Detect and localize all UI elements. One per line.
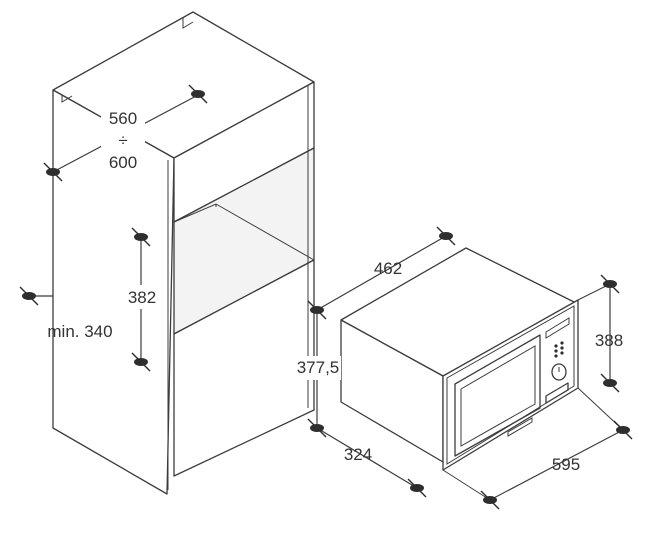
dimension-marker-icon (307, 418, 327, 438)
dimension-marker-icon (436, 226, 456, 246)
cabinet-width-divider-label: ÷ (118, 131, 127, 150)
control-button-icon (554, 349, 558, 353)
dimension-marker-icon (43, 162, 63, 182)
cabinet-front-lower-panel (173, 259, 315, 477)
cabinet-width-min-label: 560 (109, 109, 137, 128)
display-window (545, 317, 570, 339)
dimension-marker-icon (307, 300, 327, 320)
dimension-labels: 560 ÷ 600 382 min. 340 377,5 462 388 324… (47, 104, 623, 474)
dimension-marker-icon (600, 274, 620, 294)
dimension-marker-icon (600, 373, 620, 393)
cabinet-depth-min-label: min. 340 (47, 322, 112, 341)
dimension-marker-icon (188, 84, 208, 104)
installation-depth-label: 324 (344, 445, 372, 464)
oven-depth-label: 462 (374, 259, 402, 278)
control-button-icon (554, 354, 558, 358)
niche-bottom-height-label: 377,5 (297, 358, 340, 377)
dimension-markers (19, 84, 633, 510)
oven-depth-dimension-line (316, 235, 447, 311)
dimension-marker-icon (407, 478, 427, 498)
microwave-door (454, 334, 541, 457)
control-button-icon (560, 346, 564, 350)
frame-width-dimension-line (489, 429, 624, 501)
niche-height-label: 382 (128, 288, 156, 307)
dimension-marker-icon (131, 227, 151, 247)
door-open-button (545, 382, 569, 404)
control-knob-icon (551, 363, 567, 381)
control-button-icon (560, 341, 564, 345)
dimension-marker-icon (19, 286, 39, 306)
oven-height-label: 388 (595, 331, 623, 350)
microwave-door-window (460, 345, 536, 447)
door-handle (507, 417, 533, 437)
control-button-icon (554, 344, 558, 348)
kitchen-cabinet (52, 11, 315, 495)
control-button-icon (560, 351, 564, 355)
install-depth-dimension-line (316, 427, 418, 489)
built-in-microwave (340, 247, 579, 471)
dimension-marker-icon (480, 490, 500, 510)
dimension-marker-icon (131, 352, 151, 372)
cabinet-width-max-label: 600 (109, 153, 137, 172)
dimension-marker-icon (613, 420, 633, 440)
frame-width-label: 595 (552, 455, 580, 474)
